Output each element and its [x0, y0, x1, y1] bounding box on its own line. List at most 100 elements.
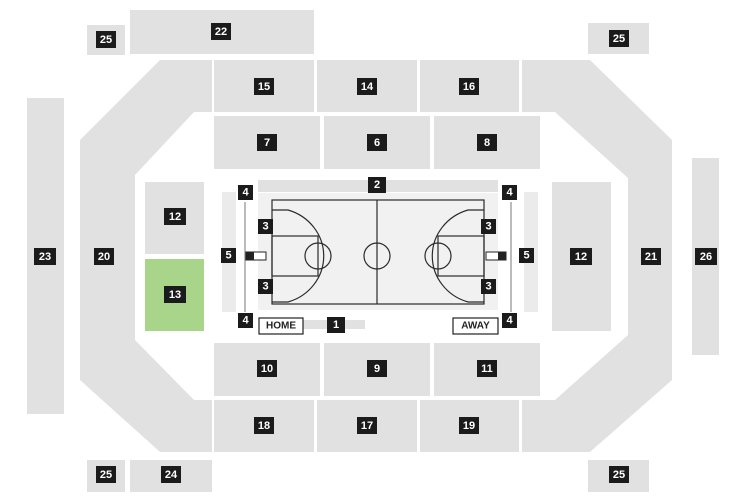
- section-11[interactable]: 11: [434, 343, 540, 396]
- section-14-label: 14: [361, 81, 374, 93]
- section-8[interactable]: 8: [434, 116, 540, 169]
- section-4-top-right[interactable]: 4: [502, 185, 517, 200]
- left-free-throw-circle: [304, 242, 332, 270]
- section-9[interactable]: 9: [324, 343, 430, 396]
- section-4-top-left[interactable]: 4: [238, 185, 253, 200]
- section-3-bottom-right-label: 3: [485, 281, 491, 293]
- section-19[interactable]: 19: [420, 400, 519, 452]
- section-17-label: 17: [361, 420, 373, 432]
- court-surface: [258, 193, 498, 310]
- section-7[interactable]: 7: [214, 116, 320, 169]
- section-19-label: 19: [463, 420, 475, 432]
- section-3-top-right[interactable]: 3: [481, 219, 496, 234]
- section-5-left[interactable]: 5: [221, 248, 236, 263]
- section-4-top-right-badge: [502, 185, 517, 200]
- section-13[interactable]: 13: [145, 259, 204, 331]
- section-25-bottom-right[interactable]: 25: [588, 460, 649, 492]
- section-25-bottom-left[interactable]: 25: [87, 460, 125, 492]
- section-3-bottom-right-badge: [481, 279, 496, 294]
- section-3-bottom-left-label: 3: [262, 281, 268, 293]
- section-13-label: 13: [169, 289, 181, 301]
- section-6[interactable]: 6: [324, 116, 430, 169]
- section-3-top-left-badge: [258, 219, 273, 234]
- section-22-badge: [211, 23, 231, 40]
- section-25-top-left-badge: [96, 31, 116, 48]
- section-23[interactable]: 23: [27, 98, 64, 414]
- section-4-bottom-left[interactable]: 4: [238, 313, 253, 328]
- section-4-top-right-label: 4: [506, 187, 513, 199]
- section-26[interactable]: 26: [692, 158, 719, 355]
- right-free-throw-circle: [424, 242, 452, 270]
- section-1[interactable]: 1: [300, 317, 365, 333]
- section-18-label: 18: [258, 420, 270, 432]
- left-key: [271, 235, 319, 277]
- section-5-left-badge: [221, 248, 236, 263]
- section-8-label: 8: [484, 137, 490, 149]
- section-15[interactable]: 15: [214, 60, 314, 112]
- section-9-badge: [367, 360, 387, 377]
- section-12-left[interactable]: 12: [145, 182, 204, 254]
- section-1-label: 1: [333, 319, 339, 331]
- section-25-bottom-right-badge: [609, 466, 629, 483]
- section-5-left-label: 5: [225, 250, 231, 262]
- section-12-right-badge: [570, 248, 592, 265]
- section-14[interactable]: 14: [317, 60, 417, 112]
- section-3-top-right-badge: [481, 219, 496, 234]
- section-4-bottom-right-label: 4: [506, 315, 513, 327]
- section-4-top-left-label: 4: [242, 187, 249, 199]
- section-7-label: 7: [264, 137, 270, 149]
- section-4-top-left-badge: [238, 185, 253, 200]
- section-16[interactable]: 16: [420, 60, 519, 112]
- section-5-right[interactable]: 5: [519, 248, 534, 263]
- section-4-bottom-right[interactable]: 4: [502, 313, 517, 328]
- section-25-top-left-label: 25: [100, 34, 112, 46]
- section-10[interactable]: 10: [214, 343, 320, 396]
- section-22[interactable]: 22: [130, 10, 314, 54]
- section-25-top-right-badge: [609, 30, 629, 47]
- section-2[interactable]: 2: [258, 177, 498, 193]
- section-18-badge: [254, 417, 274, 434]
- away-tag-box: [452, 317, 499, 335]
- section-3-bottom-left[interactable]: 3: [258, 279, 273, 294]
- section-3-bottom-right[interactable]: 3: [481, 279, 496, 294]
- section-15-badge: [254, 78, 274, 95]
- section-3-top-left[interactable]: 3: [258, 219, 273, 234]
- section-21[interactable]: 21: [522, 60, 672, 452]
- section-25-top-left[interactable]: 25: [87, 25, 125, 55]
- section-5-right-label: 5: [523, 250, 529, 262]
- home-tag-box: [258, 317, 304, 335]
- basketball-court: [258, 193, 498, 310]
- section-25-bottom-left-label: 25: [100, 469, 112, 481]
- section-21-label: 21: [645, 251, 657, 263]
- section-20-block: [80, 60, 212, 452]
- section-16-label: 16: [463, 81, 475, 93]
- section-24[interactable]: 24: [130, 460, 212, 492]
- section-15-label: 15: [258, 81, 270, 93]
- section-19-badge: [459, 417, 479, 434]
- section-20[interactable]: 20: [80, 60, 212, 452]
- section-1-badge: [327, 317, 345, 333]
- section-18[interactable]: 18: [214, 400, 314, 452]
- section-8-badge: [477, 134, 497, 151]
- section-10-badge: [257, 360, 277, 377]
- section-22-label: 22: [215, 26, 227, 38]
- section-25-top-right-label: 25: [613, 33, 625, 45]
- section-24-label: 24: [165, 469, 178, 481]
- section-20-label: 20: [98, 251, 110, 263]
- section-4-bottom-left-badge: [238, 313, 253, 328]
- section-17[interactable]: 17: [317, 400, 417, 452]
- section-17-badge: [357, 417, 377, 434]
- section-5-right-badge: [519, 248, 534, 263]
- section-2-badge: [368, 177, 386, 193]
- section-25-bottom-right-label: 25: [613, 469, 625, 481]
- section-16-badge: [459, 78, 479, 95]
- section-11-label: 11: [481, 363, 493, 375]
- section-12-left-badge: [164, 208, 186, 225]
- section-9-label: 9: [374, 363, 380, 375]
- section-26-badge: [695, 248, 717, 265]
- section-6-label: 6: [374, 137, 380, 149]
- section-25-top-right[interactable]: 25: [588, 23, 649, 54]
- section-23-badge: [34, 248, 56, 265]
- section-3-top-right-label: 3: [485, 221, 491, 233]
- section-12-right[interactable]: 12: [552, 182, 611, 331]
